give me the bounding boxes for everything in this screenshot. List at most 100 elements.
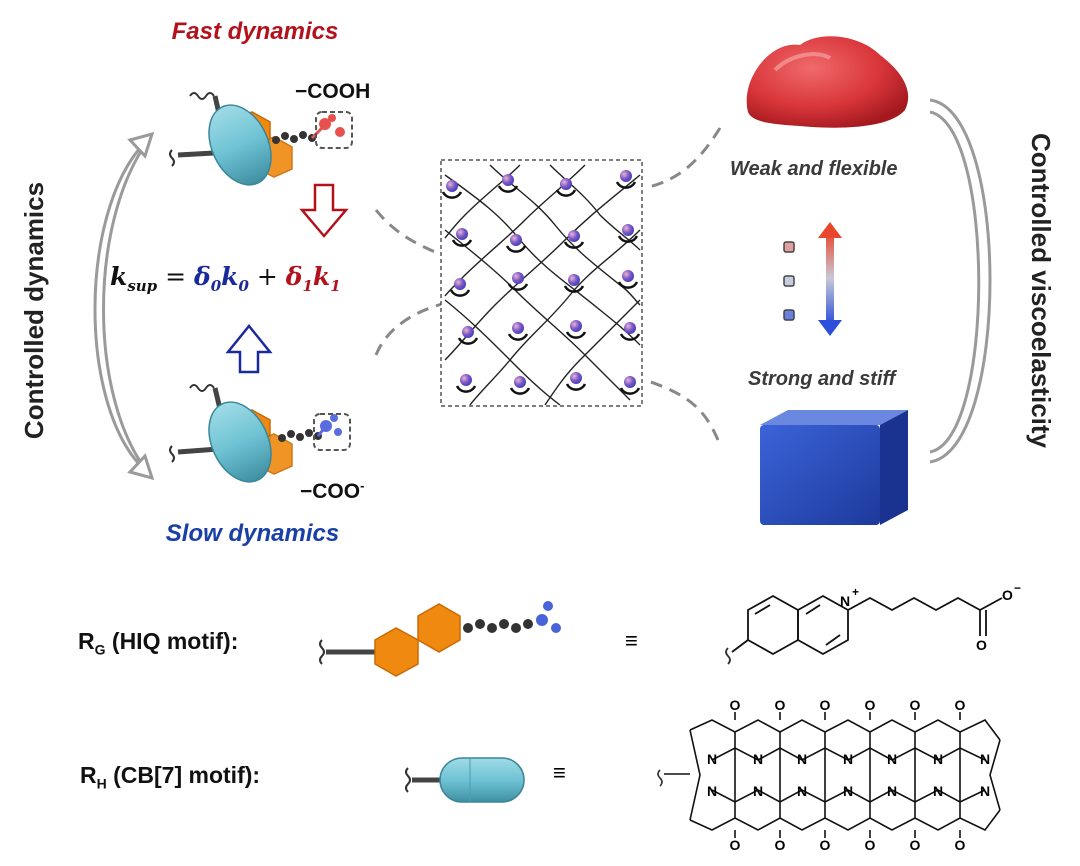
guest-ball <box>570 372 582 384</box>
hiq-nitrogen: N <box>840 593 850 609</box>
hiq-carboxylate-o: O <box>1002 587 1013 603</box>
host-arc <box>563 241 585 249</box>
host-guest-slow-icon <box>169 384 351 483</box>
hiq-motif-icon <box>319 601 561 677</box>
guest-ball <box>620 170 632 182</box>
cb7-nitrogen: N <box>753 783 763 799</box>
fast-dynamics-label: Fast dynamics <box>171 18 339 45</box>
cb7-oxygen: O <box>955 697 966 713</box>
cb7-oxygen: O <box>910 837 921 853</box>
down-arrow-icon <box>299 183 349 238</box>
cb7-oxygen: O <box>775 697 786 713</box>
cb7-oxygen: O <box>910 697 921 713</box>
guest-ball <box>460 374 472 386</box>
guest-ball <box>512 272 524 284</box>
controlled-viscoelasticity-label: Controlled viscoelasticity <box>1025 132 1056 448</box>
hydrogel-network <box>440 159 643 407</box>
guest-ball <box>570 320 582 332</box>
guest-ball <box>502 174 514 186</box>
host-arc <box>497 185 519 193</box>
cb7-nitrogen: N <box>887 783 897 799</box>
rate-equation: ksup = δ0k0 + δ1k1 <box>110 262 341 295</box>
host-arc <box>619 333 641 341</box>
host-arc <box>449 289 471 297</box>
right-curved-bracket <box>929 98 992 464</box>
cb7-nitrogen: N <box>933 751 943 767</box>
cb7-nitrogen: N <box>933 783 943 799</box>
host-arc <box>555 189 577 197</box>
cb7-oxygen: O <box>730 697 741 713</box>
cb7-structure <box>657 712 1001 838</box>
cb7-nitrogen: N <box>707 783 717 799</box>
host-arc <box>563 285 585 293</box>
guest-ball <box>456 228 468 240</box>
host-arc <box>617 281 639 289</box>
guest-ball <box>454 278 466 290</box>
guest-ball <box>514 376 526 388</box>
cb7-nitrogen: N <box>797 783 807 799</box>
cb7-motif-icon <box>405 757 525 803</box>
coo-label: −COO- <box>300 478 365 503</box>
cb7-nitrogen: N <box>887 751 897 767</box>
guest-ball <box>462 326 474 338</box>
host-arc <box>565 331 587 339</box>
stiffness-scale <box>783 222 842 336</box>
host-arc <box>619 387 641 395</box>
slow-dynamics-label: Slow dynamics <box>165 520 340 547</box>
guest-ball <box>568 230 580 242</box>
rh-legend-label: RH (CB[7] motif): <box>80 762 261 792</box>
guest-ball <box>510 234 522 246</box>
cb7-oxygen: O <box>775 837 786 853</box>
cb7-oxygen: O <box>820 697 831 713</box>
hiq-o-charge: − <box>1014 581 1021 595</box>
weak-flexible-label: Weak and flexible <box>730 158 898 180</box>
guest-ball <box>622 270 634 282</box>
guest-ball <box>622 224 634 236</box>
cooh-label: −COOH <box>295 80 371 103</box>
guest-ball <box>624 322 636 334</box>
cb7-nitrogen: N <box>980 783 990 799</box>
guest-ball <box>446 180 458 192</box>
cb7-nitrogen: N <box>980 751 990 767</box>
rg-legend-label: RG (HIQ motif): <box>78 628 239 658</box>
guest-ball <box>560 178 572 190</box>
stiff-gel-cube <box>760 410 908 525</box>
cb7-oxygen: O <box>955 837 966 853</box>
cb7-nitrogen: N <box>797 751 807 767</box>
cb7-nitrogen: N <box>707 751 717 767</box>
equiv-symbol-rg: ≡ <box>625 628 638 653</box>
up-arrow-icon <box>225 324 273 374</box>
host-arc <box>441 191 463 199</box>
cb7-nitrogen: N <box>753 751 763 767</box>
host-guest-fast-icon <box>169 92 353 186</box>
host-arc <box>507 283 529 291</box>
guest-ball <box>512 322 524 334</box>
left-curved-arrow <box>93 131 155 481</box>
host-arc <box>451 239 473 247</box>
host-arc <box>617 235 639 243</box>
guest-ball <box>568 274 580 286</box>
cb7-oxygen: O <box>865 837 876 853</box>
host-arc <box>507 333 529 341</box>
soft-gel-blob <box>746 36 909 128</box>
host-arc <box>509 387 531 395</box>
host-arc <box>615 181 637 189</box>
cb7-nitrogen: N <box>843 783 853 799</box>
cb7-nitrogen: N <box>843 751 853 767</box>
hiq-carbonyl-o: O <box>976 637 987 653</box>
host-arc <box>505 245 527 253</box>
guest-ball <box>624 376 636 388</box>
hiq-structure <box>725 594 1003 665</box>
host-arc <box>565 383 587 391</box>
controlled-dynamics-label: Controlled dynamics <box>19 181 50 439</box>
host-arc <box>455 385 477 393</box>
equiv-symbol-rh: ≡ <box>553 760 566 785</box>
host-arc <box>457 337 479 345</box>
hiq-n-charge: + <box>852 585 859 599</box>
cb7-oxygen: O <box>865 697 876 713</box>
strong-stiff-label: Strong and stiff <box>748 368 896 390</box>
cb7-oxygen: O <box>730 837 741 853</box>
cb7-oxygen: O <box>820 837 831 853</box>
